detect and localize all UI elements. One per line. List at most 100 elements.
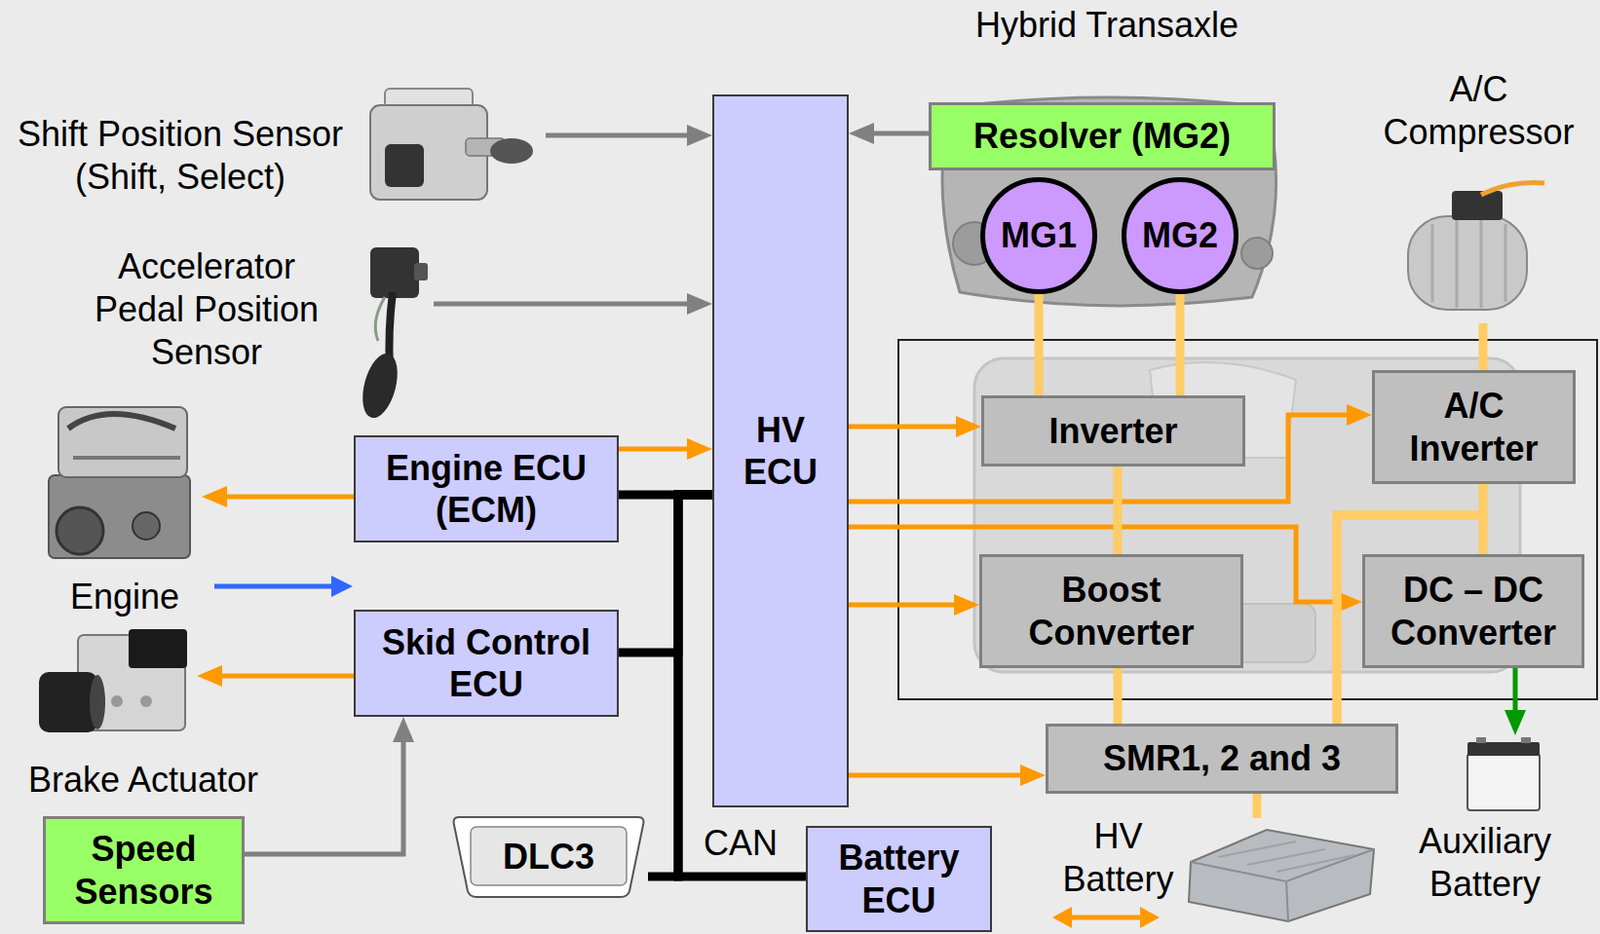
accelerator-pedal-illustration	[356, 247, 428, 422]
charge-discharge-arrow	[1052, 907, 1072, 929]
power-line	[1176, 294, 1185, 396]
diagnostic-connector: DLC3	[449, 813, 648, 902]
component-illustration: Engine	[36, 394, 202, 619]
control-arrow	[848, 603, 964, 609]
hv-battery-illustration	[1190, 849, 1374, 922]
component-caption: Hybrid Transaxle	[915, 3, 1298, 47]
component-caption: Accelerator Pedal Position Sensor	[84, 245, 329, 375]
component-illustration: Brake Actuator	[36, 623, 197, 804]
brake-actuator-illustration	[140, 695, 153, 708]
box-label: SMR1, 2 and 3	[1060, 737, 1384, 780]
engine-illustration	[73, 456, 181, 460]
can-bus-line	[618, 495, 713, 653]
box-label: MG2	[1132, 214, 1228, 257]
control-arrow	[212, 674, 354, 680]
engine-illustration	[48, 407, 191, 559]
box-label: HV ECU	[725, 409, 836, 494]
power-line	[1253, 794, 1262, 819]
shift-sensor-illustration	[384, 144, 424, 188]
compressor-illustration	[1451, 190, 1503, 221]
charge-discharge-arrow	[1140, 907, 1160, 929]
box-label: Resolver (MG2)	[943, 114, 1261, 157]
charge-arrow	[1513, 668, 1519, 721]
relay-box: SMR1, 2 and 3	[1045, 723, 1399, 795]
power-line	[1034, 294, 1044, 396]
accelerator-pedal-illustration	[370, 247, 420, 299]
auxiliary-battery-illustration	[1467, 737, 1540, 811]
box-label: Boost Converter	[993, 569, 1229, 653]
box-label: Speed Sensors	[57, 828, 230, 913]
sensor-box: Resolver (MG2)	[928, 102, 1276, 171]
power-unit-box: DC – DC Converter	[1362, 554, 1585, 669]
transaxle-illustration	[942, 97, 1277, 306]
power-unit-box: Inverter	[981, 395, 1246, 467]
component-illustration: Hybrid TransaxleResolver (MG2) MG1 MG2	[915, 3, 1298, 297]
component-illustration: Accelerator Pedal Position Sensor	[82, 243, 434, 424]
transaxle-illustration	[1241, 237, 1273, 269]
box-label: DC – DC Converter	[1376, 569, 1570, 653]
box-label: MG1	[990, 214, 1087, 257]
box-label: Inverter	[995, 410, 1231, 453]
signal-arrow	[244, 732, 404, 855]
control-arrow	[618, 447, 697, 453]
signal-arrow	[545, 133, 697, 139]
compressor-illustration	[1408, 216, 1527, 310]
power-unit-box: A/C Inverter	[1371, 370, 1576, 485]
power-line	[1113, 668, 1123, 724]
ecu-box: HV ECU	[712, 94, 849, 808]
brake-actuator-illustration	[128, 629, 188, 669]
component-illustration: A/C Compressor	[1369, 68, 1594, 324]
connector-outline	[454, 817, 645, 898]
box-label: A/C Inverter	[1386, 384, 1562, 469]
component-caption: Auxiliary Battery	[1389, 820, 1581, 907]
transaxle-illustration	[942, 97, 1277, 306]
engine-illustration	[58, 407, 188, 478]
flow-arrow	[214, 575, 353, 598]
auxiliary-battery-illustration	[1467, 742, 1540, 757]
brake-actuator-illustration	[111, 695, 123, 708]
charge-discharge-arrow	[1052, 907, 1160, 929]
inverter-housing-frame	[898, 340, 1598, 700]
brake-actuator-illustration	[38, 629, 188, 733]
compressor-illustration	[1432, 220, 1506, 308]
motor-circle: MG1	[980, 177, 1098, 295]
component-caption: Brake Actuator	[21, 759, 266, 802]
control-arrow	[848, 773, 1030, 779]
component-illustration: Auxiliary Battery	[1461, 735, 1545, 814]
power-unit-box: Boost Converter	[979, 554, 1244, 669]
control-arrow	[217, 495, 354, 500]
signal-arrow	[864, 131, 929, 137]
component-illustration: Shift Position Sensor (Shift, Select)	[4, 85, 546, 213]
engine-illustration	[48, 475, 191, 559]
motor-circle: MG2	[1121, 177, 1239, 295]
hv-battery-illustration	[1188, 830, 1374, 922]
accelerator-pedal-illustration	[356, 349, 405, 422]
compressor-illustration	[1481, 183, 1545, 196]
sensor-box: Speed Sensors	[42, 816, 245, 925]
signal-arrow	[433, 302, 697, 307]
box-label: DLC3	[468, 836, 629, 878]
charge-discharge-arrow	[1069, 915, 1143, 921]
component-caption: HV Battery	[1052, 815, 1184, 902]
component-caption: Engine	[37, 575, 213, 619]
box-label: Engine ECU (ECM)	[367, 447, 606, 532]
accelerator-pedal-illustration	[414, 263, 428, 281]
auxiliary-battery-illustration	[1476, 737, 1486, 744]
hv-battery-illustration	[1188, 830, 1374, 922]
component-illustration: HV Battery	[1057, 818, 1384, 931]
brake-actuator-illustration	[89, 675, 106, 730]
ecu-box: Engine ECU (ECM)	[353, 435, 619, 543]
power-line	[1479, 323, 1488, 371]
brake-actuator-illustration	[38, 672, 98, 733]
shift-sensor-illustration	[490, 138, 534, 164]
bus-label: CAN	[701, 822, 780, 866]
ecu-box: Battery ECU	[805, 826, 992, 933]
power-line	[1113, 466, 1123, 555]
flow-arrow	[331, 575, 353, 598]
compressor-illustration	[1408, 183, 1545, 311]
control-arrow	[848, 424, 966, 430]
inverter-housing-frame	[898, 340, 1598, 700]
engine-illustration	[56, 507, 104, 555]
engine-illustration	[132, 512, 160, 540]
